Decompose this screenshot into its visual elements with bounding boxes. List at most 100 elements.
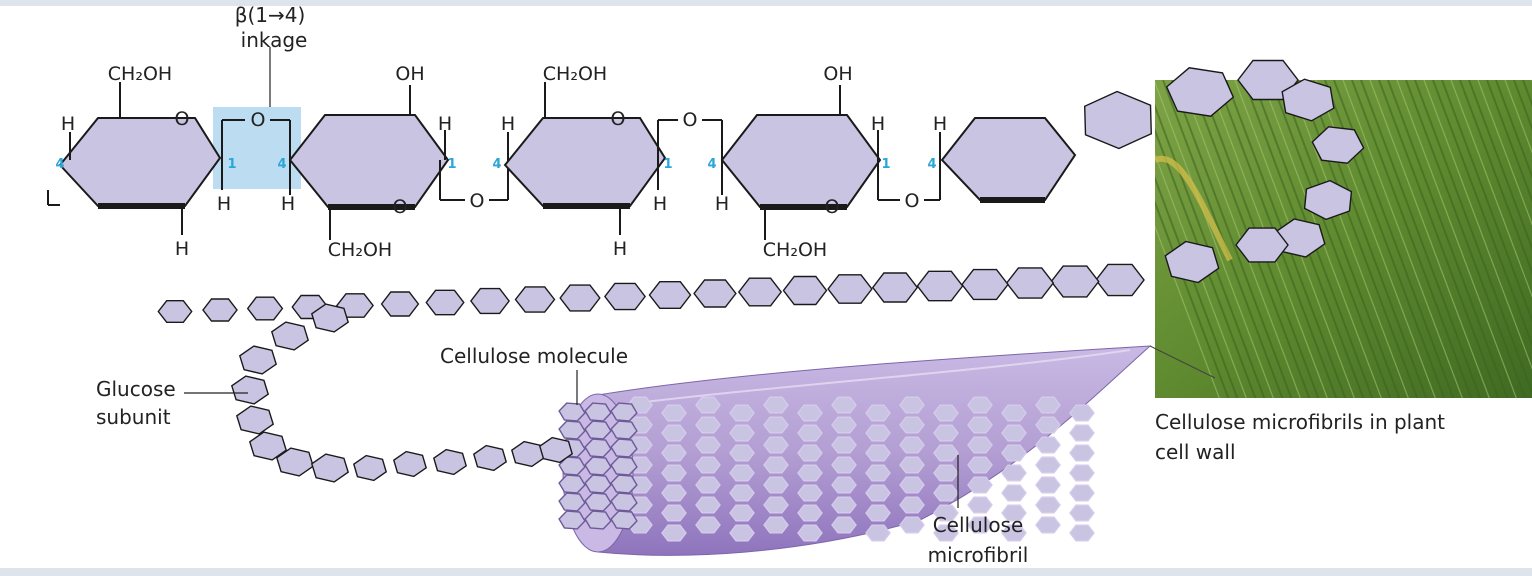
glucose-hexagon [865,484,891,502]
glucose-hexagon [661,524,687,542]
glucose-hexagon [270,321,310,351]
glucose-hexagon [610,492,638,512]
glucose-hexagon [899,396,925,414]
glucose-hexagon [899,436,925,454]
glucose-hexagon [695,416,721,434]
atom-label: H [871,113,885,135]
glucose-hexagon [610,420,638,440]
glucose-hexagon [661,504,687,522]
glucose-hexagon [827,274,873,304]
glucose-hexagon [1083,90,1153,150]
glucose-hexagon [584,456,612,476]
atom-label: H [653,193,667,215]
glucose-hexagon [432,448,468,476]
atom-label: O [470,190,485,212]
glucose-hexagon [1035,416,1061,434]
glucose-hexagon [967,396,993,414]
glucose-hexagon [967,476,993,494]
glucose-hexagon [695,516,721,534]
glucose-hexagon [865,504,891,522]
glucose-hexagon [1035,516,1061,534]
glucose-hexagon [967,416,993,434]
glucose-hexagon [797,524,823,542]
atom-label: O [175,108,190,130]
glucose-hexagon [831,496,857,514]
glucose-hexagon [230,375,270,405]
glucose-hexagon [729,444,755,462]
atom-label: H [438,113,452,135]
glucose-hexagon [782,275,828,306]
glucose-ring [503,117,667,209]
glucose-hexagon [470,287,510,315]
glucose-hexagon [865,464,891,482]
atom-label: 4 [927,157,936,172]
glucose-hexagon [933,524,959,542]
glucose-hexagon [392,450,428,478]
glucose-hexagon [238,345,278,375]
glucose-hexagon [661,444,687,462]
glucose-hexagon [967,496,993,514]
glucose-hexagon [933,444,959,462]
glucose-hexagon [729,484,755,502]
top-frame-bar [0,0,1532,6]
glucose-hexagon [899,476,925,494]
glucose-hexagon [610,438,638,458]
glucose-hexagon [661,484,687,502]
glucose-hexagon [514,286,556,313]
glucose-hexagon [510,440,546,468]
glucose-hexagon [933,464,959,482]
glucose-hexagon [610,402,638,422]
glucose-hexagon [763,496,789,514]
glucose-hexagon [1005,267,1055,299]
glucose-hexagon [610,510,638,530]
glucose-hexagon [831,456,857,474]
glucose-hexagon [559,284,601,312]
atom-label: O [251,109,266,131]
plant-cell-wall-label: Cellulose microfibrils in plant [1155,410,1445,434]
glucose-hexagon [797,424,823,442]
glucose-hexagon [558,510,586,530]
atom-label: 4 [707,157,716,172]
glucose-hexagon [352,454,388,482]
glucose-hexagon [763,516,789,534]
glucose-hexagon [763,456,789,474]
glucose-ring [58,117,222,209]
glucose-hexagon [1001,524,1027,542]
atom-label: OH [823,63,852,85]
glucose-hexagon [1035,496,1061,514]
glucose-hexagon [797,404,823,422]
glucose-hexagon [610,456,638,476]
glucose-ring [720,114,882,210]
glucose-hexagon [933,504,959,522]
glucose-hexagon [1095,263,1145,297]
atom-label: 4 [492,157,501,172]
glucose-hexagon [831,476,857,494]
glucose-hexagon [763,416,789,434]
linkage-label-line2: inkage [241,28,308,52]
glucose-hexagon [737,277,783,307]
glucose-hexagon [865,524,891,542]
glucose-hexagon [763,396,789,414]
glucose-hexagon [933,424,959,442]
bottom-frame-bar [0,568,1532,576]
glucose-hexagon [604,282,646,311]
glucose-hexagon [1281,78,1335,122]
atom-label: OH [395,63,424,85]
atom-label: 1 [881,157,890,172]
glucose-hexagon [661,404,687,422]
glucose-hexagon [1001,444,1027,462]
glucose-hexagon [729,524,755,542]
glucose-hexagon [729,464,755,482]
glucose-hexagon [899,416,925,434]
atom-label: H [61,113,75,135]
glucose-hexagon [695,396,721,414]
glucose-hexagon [916,270,964,302]
atom-label: O [393,196,408,218]
glucose-hexagon [310,453,350,483]
glucose-hexagon [967,516,993,534]
glucose-hexagon [472,444,508,472]
atom-label: O [683,109,698,131]
